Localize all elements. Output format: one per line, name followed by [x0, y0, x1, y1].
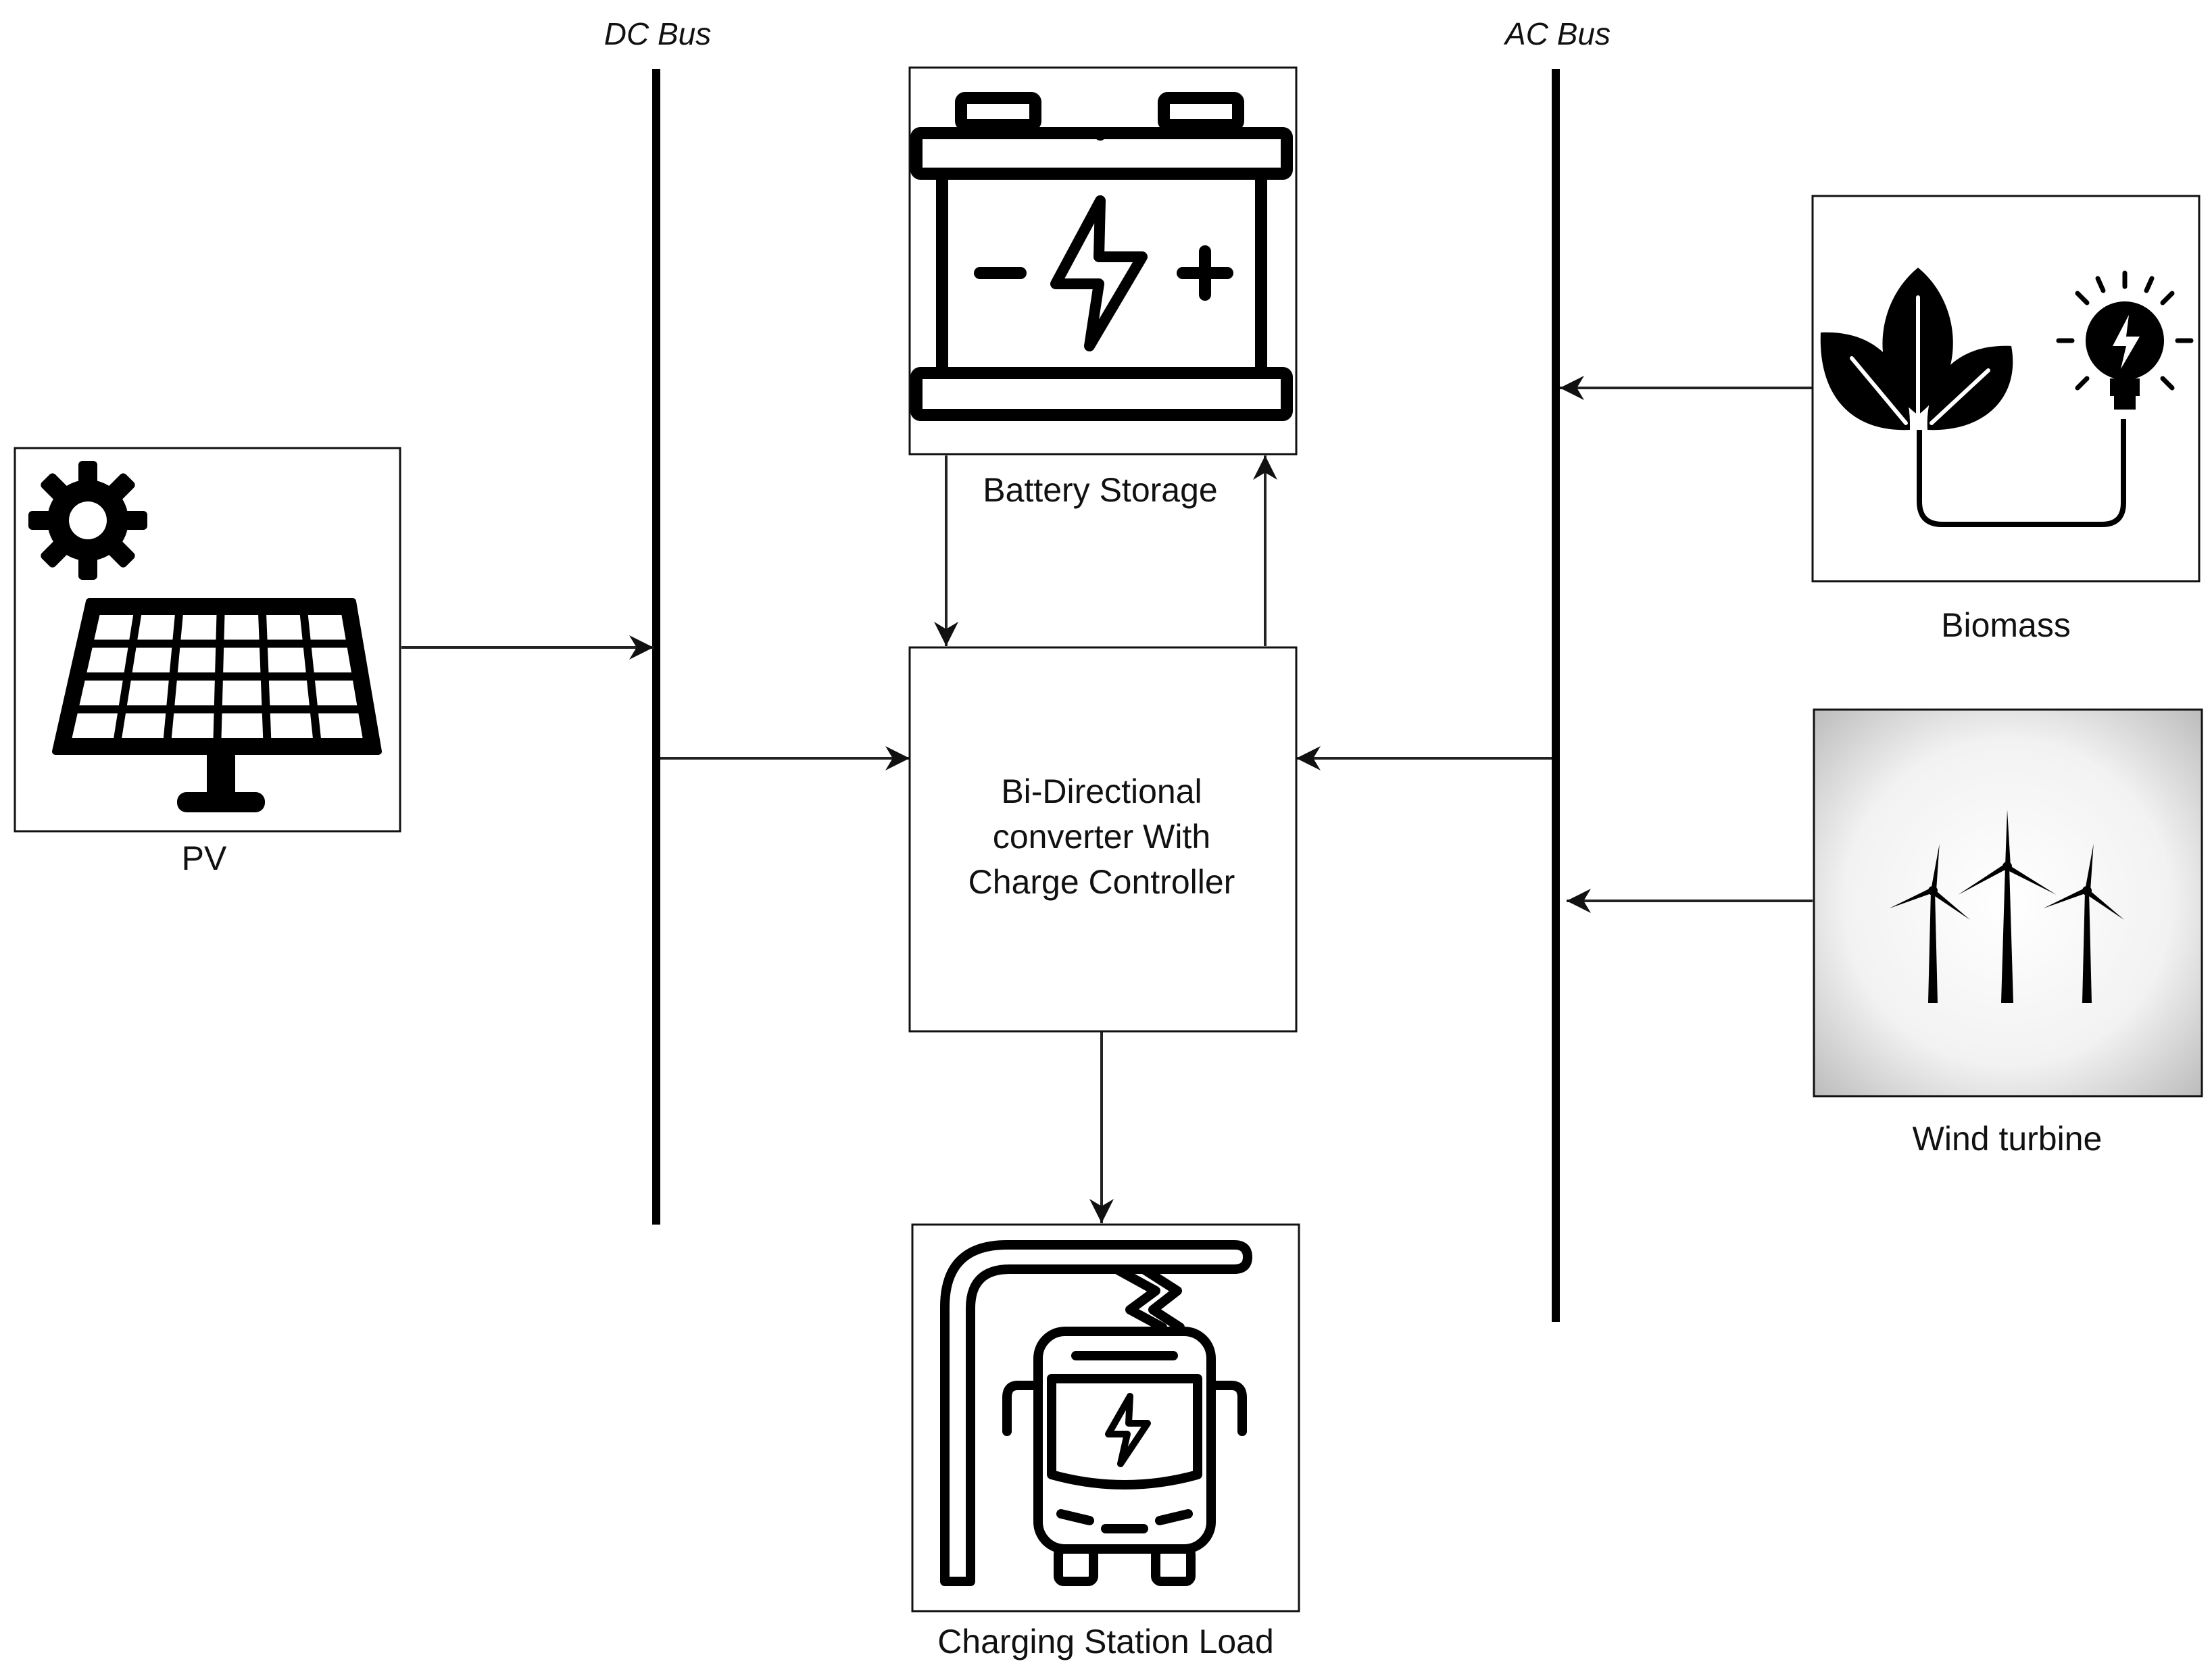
solar-cell	[223, 647, 261, 672]
wind-label: Wind turbine	[1913, 1120, 2103, 1158]
biomass-label: Biomass	[1941, 606, 2071, 644]
solar-cell	[177, 647, 216, 672]
leaves-bulb-icon	[1820, 268, 2194, 527]
converter-label-line3: Charge Controller	[968, 863, 1235, 901]
biomass-node: Biomass	[1811, 195, 2201, 644]
solar-cell	[180, 615, 217, 640]
wind-turbines-icon	[1889, 810, 2125, 1003]
solar-cell	[222, 681, 262, 706]
solar-cell	[311, 647, 351, 672]
load-node: Charging Station Load	[911, 1223, 1300, 1660]
solar-cell	[79, 681, 123, 706]
load-label: Charging Station Load	[937, 1623, 1274, 1660]
solar-cell	[174, 681, 215, 706]
converter-label-line2: converter With	[993, 818, 1210, 856]
turbine	[1958, 810, 2057, 1003]
ac-bus-label: AC Bus	[1503, 16, 1611, 51]
solar-panel-icon	[28, 461, 382, 812]
solar-cell	[87, 647, 128, 672]
solar-cell	[171, 713, 214, 738]
converter-label-line1: Bi-Directional	[1001, 772, 1202, 810]
electric-bus-charger-icon	[940, 1240, 1252, 1586]
solar-cell	[224, 615, 260, 640]
solar-cell	[122, 713, 166, 738]
converter-node: Bi-Directional converter With Charge Con…	[908, 646, 1298, 1033]
dc-bus-label: DC Bus	[604, 16, 711, 51]
solar-cell	[94, 615, 134, 640]
solar-cell	[72, 713, 118, 738]
solar-cell	[270, 713, 313, 738]
battery-node: Battery Storage	[908, 66, 1298, 509]
solar-cell	[126, 681, 169, 706]
solar-cell	[268, 647, 306, 672]
solar-cell	[266, 615, 303, 640]
solar-cell	[318, 713, 363, 738]
solar-cell	[221, 713, 264, 738]
battery-icon	[910, 92, 1293, 421]
turbine	[2043, 843, 2125, 1003]
wind-node: Wind turbine	[1813, 708, 2203, 1158]
solar-cell	[137, 615, 175, 640]
battery-label: Battery Storage	[983, 471, 1217, 509]
solar-cell	[132, 647, 172, 672]
solar-cell	[308, 615, 346, 640]
solar-cell	[314, 681, 358, 706]
pv-node: PV	[14, 447, 401, 877]
turbine	[1889, 843, 1971, 1003]
solar-cell	[268, 681, 310, 706]
converter-box	[908, 646, 1298, 1033]
pv-label: PV	[182, 839, 227, 877]
